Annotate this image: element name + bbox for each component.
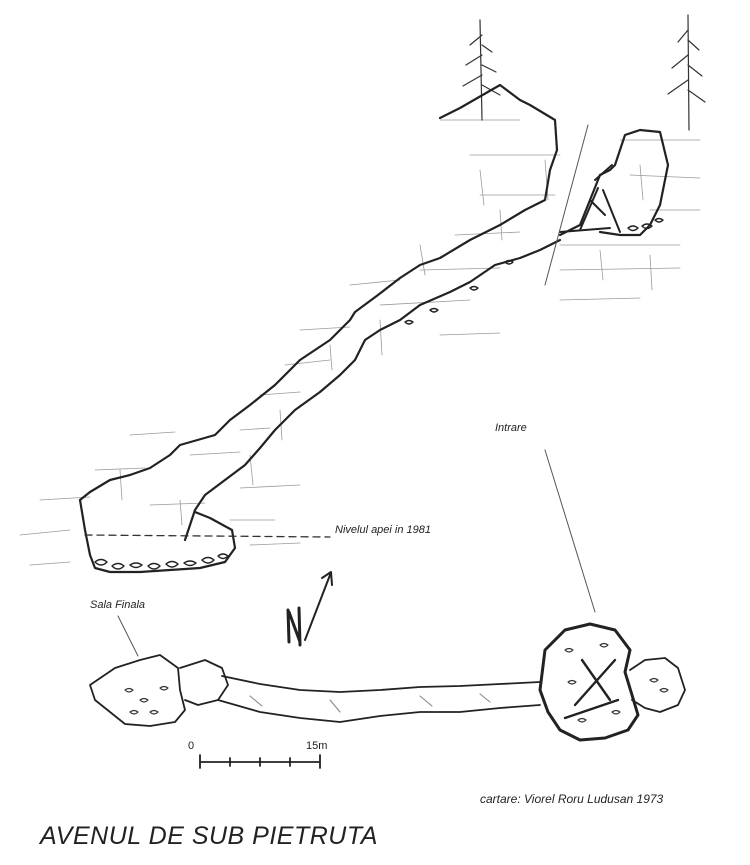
entrance-logs bbox=[559, 164, 621, 233]
entrance-label: Intrare bbox=[495, 422, 527, 434]
water-level-label: Nivelul apei in 1981 bbox=[335, 524, 432, 536]
map-title: AVENUL DE SUB PIETRUTA bbox=[40, 822, 378, 850]
north-arrow-icon bbox=[286, 571, 333, 647]
entrance-leader-line bbox=[544, 124, 589, 286]
tree-icons bbox=[459, 14, 706, 131]
rock-strata-sketch bbox=[19, 119, 701, 566]
scale-bar bbox=[199, 754, 321, 769]
final-hall-leader-line bbox=[117, 615, 139, 657]
entrance-leader-line-lower bbox=[544, 449, 596, 613]
final-hall-label: Sala Finala bbox=[90, 599, 146, 611]
scale-start-label: 0 bbox=[188, 740, 195, 752]
survey-credit: cartare: Viorel Roru Ludusan 1973 bbox=[480, 792, 664, 806]
plan-block-symbols bbox=[124, 642, 669, 723]
rubble-blocks bbox=[94, 217, 664, 570]
cave-plan-view bbox=[89, 622, 686, 742]
water-level-line bbox=[84, 534, 331, 538]
cave-section-profile bbox=[78, 83, 670, 574]
scale-end-label: 15m bbox=[306, 740, 328, 752]
